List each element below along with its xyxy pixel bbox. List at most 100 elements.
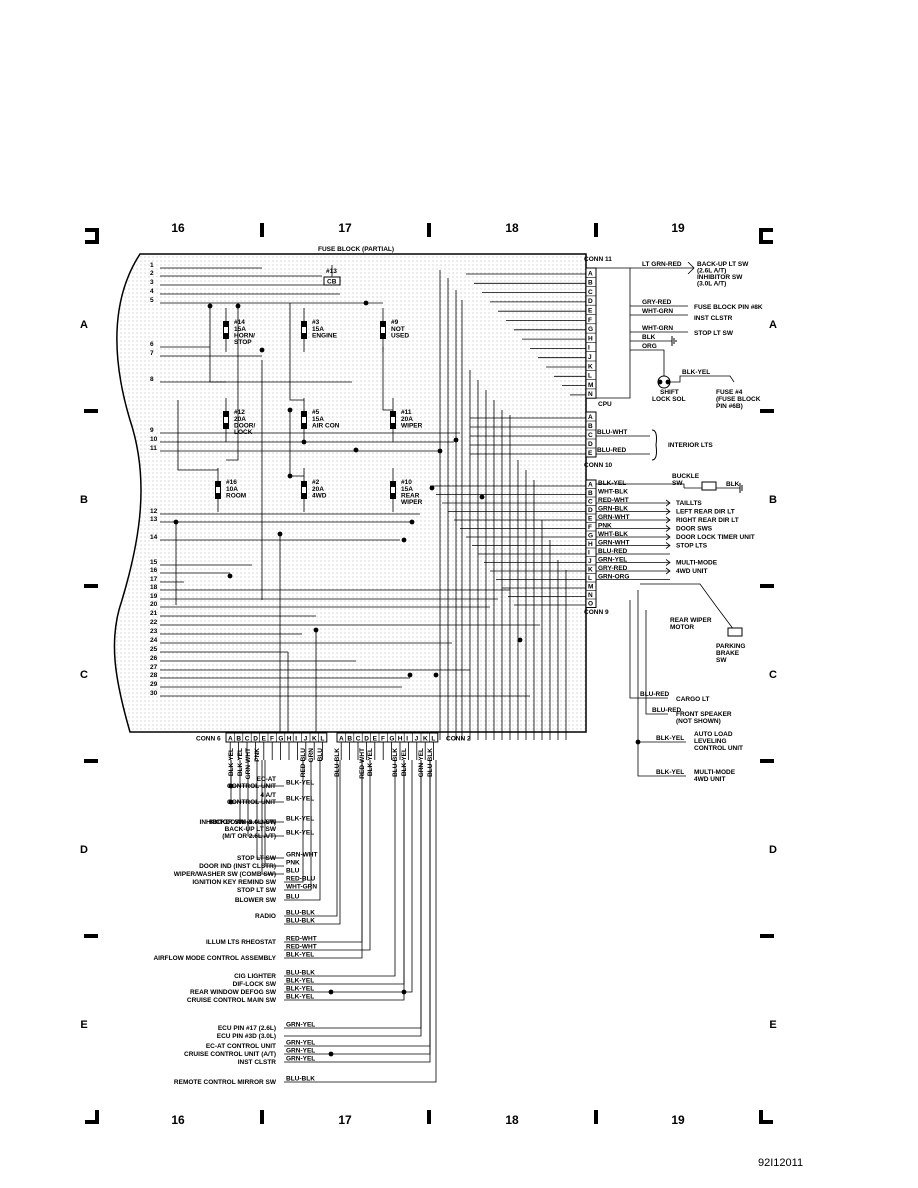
splice-dot xyxy=(328,1051,334,1057)
wire-color-label: BLK-YEL xyxy=(656,769,684,776)
component-label: REAR WINDOW DEFOG SW xyxy=(190,989,277,996)
wire-color-label: GRN-WHT xyxy=(245,748,252,779)
wire xyxy=(239,760,284,823)
connector-pin-label: G xyxy=(588,326,593,333)
wire-color-label: GRN xyxy=(308,748,315,763)
column-number: 19 xyxy=(671,1113,685,1127)
arrow xyxy=(687,261,695,275)
component-label: INST CLSTR xyxy=(694,315,733,322)
component-label: 4WD UNIT xyxy=(694,776,725,783)
connector-pin-label: B xyxy=(588,280,593,287)
wire xyxy=(637,590,686,777)
wire-color-label: GRN-YEL xyxy=(418,748,425,777)
fuse-block-row-number: 17 xyxy=(150,576,158,583)
wire-color-label: RED-WHT xyxy=(286,936,317,943)
wire-color-label: BLU-BLK xyxy=(286,910,315,917)
connector-pin-label: K xyxy=(312,736,317,743)
row-letter: D xyxy=(769,844,777,856)
wire-color-label: BLK xyxy=(642,334,656,341)
component-label: MOTOR xyxy=(670,624,694,631)
wire-color-label: GRN-YEL xyxy=(598,557,627,564)
connector-pin-label: H xyxy=(398,736,403,743)
wire xyxy=(284,760,312,891)
component-label: BACK-UP LT SW xyxy=(225,826,277,833)
wire-color-label: GRN-YEL xyxy=(286,1056,315,1063)
figure-id: 92I12011 xyxy=(758,1157,803,1169)
wire-color-label: BLU-RED xyxy=(598,548,628,555)
component-label: BACK-UP LT SW xyxy=(697,261,749,268)
splice-dot xyxy=(409,519,415,525)
wire-color-label: GRN-YEL xyxy=(286,1048,315,1055)
component-label: CRUISE CONTROL MAIN SW xyxy=(187,997,277,1004)
fuse-rating-label: 20A xyxy=(234,416,246,423)
fuse-block-title: FUSE BLOCK (PARTIAL) xyxy=(318,246,394,253)
internal-wire xyxy=(177,400,218,471)
wire-color-label: GRY-RED xyxy=(642,299,672,306)
row-letter: E xyxy=(769,1019,776,1031)
component-label: (NOT SHOWN) xyxy=(676,718,721,725)
wire-color-label: BLK-YEL xyxy=(286,780,314,787)
fuse-number: #11 xyxy=(401,409,412,416)
wire-color-label: BLK-YEL xyxy=(237,748,244,776)
component-label: SW xyxy=(672,480,683,487)
wire-color-label: BLU-BLK xyxy=(392,748,399,777)
component-label: MULTI-MODE xyxy=(676,560,718,567)
wire xyxy=(284,760,431,1047)
wire xyxy=(284,760,422,1037)
connector-pin-label: E xyxy=(588,450,593,457)
fuse-block-row-number: 15 xyxy=(150,559,158,566)
fuse-block-row-number: 5 xyxy=(150,297,154,304)
wire-color-label: BLU-BLK xyxy=(286,918,315,925)
fuse-rating-label: 15A xyxy=(401,486,413,493)
wire-color-label: GRN-BLK xyxy=(598,506,628,513)
connector-pin-label: K xyxy=(588,363,593,370)
connector-pin-label: J xyxy=(415,736,419,743)
connector-pin-label: E xyxy=(262,736,267,743)
fuse-element xyxy=(391,417,395,423)
fuse-rating-label: WIPER xyxy=(401,423,423,430)
internal-wire xyxy=(209,303,226,383)
fuse-rating-label: REAR xyxy=(401,493,420,500)
connector-pin-label: C xyxy=(588,499,593,506)
wire-color-label: GRN-WHT xyxy=(598,514,629,521)
fuse-block-row-number: 30 xyxy=(150,690,158,697)
component-label: (M/T OR 2.6L A/T) xyxy=(222,833,276,840)
connector-title: CONN 6 xyxy=(196,736,221,743)
wire-color-label: BLU xyxy=(317,748,324,762)
splice-dot xyxy=(277,531,283,537)
connector-pin-label: B xyxy=(588,423,593,430)
fuse-element xyxy=(302,487,306,493)
fuse-number: #12 xyxy=(234,409,245,416)
connector-pin-label: K xyxy=(423,736,428,743)
connector-pin-label: L xyxy=(588,575,592,582)
component-label: ECU PIN #17 (2.6L) xyxy=(218,1025,276,1032)
fuse-rating-label: USED xyxy=(391,333,409,340)
connector-pin-label: A xyxy=(339,736,344,743)
fuse-block-row-number: 18 xyxy=(150,584,158,591)
component-label: CONTROL UNIT xyxy=(227,799,276,806)
connector-pin-label: J xyxy=(304,736,308,743)
wire-color-label: BLK-YEL xyxy=(286,952,314,959)
component-label: CONTROL UNIT xyxy=(694,745,743,752)
component-label: FUSE #4 xyxy=(716,389,743,396)
component-label: (FUSE BLOCK xyxy=(716,396,761,403)
wire-color-label: LT GRN-RED xyxy=(642,261,682,268)
arrow xyxy=(665,525,671,532)
component-label: AUTO LOAD xyxy=(694,731,733,738)
connector-pin-label: E xyxy=(373,736,378,743)
splice-dot xyxy=(479,494,485,500)
wire-color-label: BLU-BLK xyxy=(286,1076,315,1083)
fuse-block-row-number: 13 xyxy=(150,516,158,523)
internal-wire xyxy=(226,303,239,461)
connector-pin-label: I xyxy=(588,550,590,557)
connector-pin-label: A xyxy=(588,482,593,489)
splice-dot xyxy=(313,627,319,633)
wire-color-label: GRN-ORG xyxy=(598,574,629,581)
splice-dot xyxy=(207,303,213,309)
fuse-block-row-number: 10 xyxy=(150,436,158,443)
